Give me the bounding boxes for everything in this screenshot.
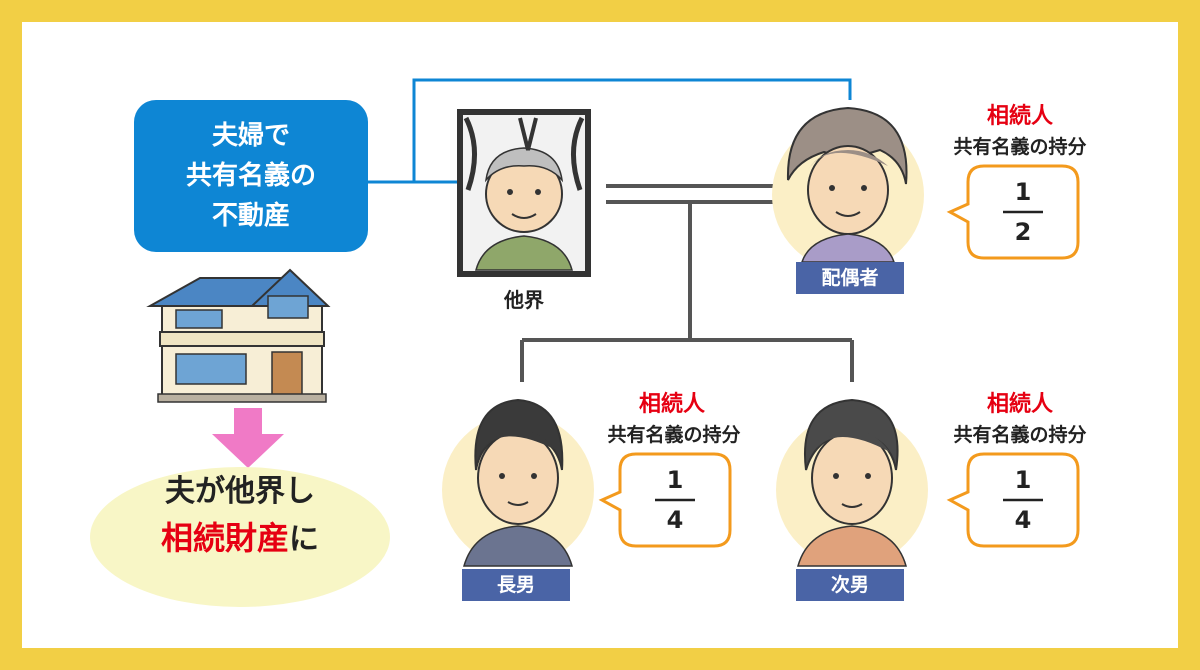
spouse-avatar-icon [772,106,924,271]
spouse-share-numerator: 1 [1014,178,1032,206]
inherited-estate-label: 相続財産 [160,519,289,557]
result-text: 夫が他界し 相続財産に [90,470,390,564]
result-particle: に [289,522,319,557]
family-tree-lines [520,184,854,382]
ownership-connector [368,78,852,184]
spouse-share-bubble [946,164,1080,260]
second-son-share-numerator: 1 [1014,466,1032,494]
property-box: 夫婦で 共有名義の 不動産 [134,100,368,252]
house-icon [146,268,331,403]
second-son-heir-label: 相続人 [986,392,1053,417]
result-ellipse [90,467,390,607]
spouse-share-label: 共有名義の持分 [953,136,1087,158]
property-line-1: 夫婦で [211,121,290,151]
eldest-son-tag: 長男 [462,569,570,601]
eldest-son-share-bubble [598,452,732,548]
eldest-son-heir-label: 相続人 [638,392,705,417]
eldest-son-share-numerator: 1 [666,466,684,494]
property-line-3: 不動産 [211,201,290,231]
second-son-avatar-icon [776,398,928,567]
down-arrow-icon [212,408,284,468]
result-line-2: 相続財産に [90,514,390,564]
deceased-label: 他界 [504,288,544,312]
spouse-tag: 配偶者 [796,262,904,294]
eldest-son-share-denominator: 4 [666,506,684,534]
spouse-heir-label: 相続人 [986,104,1053,129]
eldest-son-avatar-icon [442,398,594,567]
second-son-share-label: 共有名義の持分 [953,424,1087,446]
second-son-share-bubble [946,452,1080,548]
eldest-son-share-label: 共有名義の持分 [607,424,741,446]
second-son-tag: 次男 [796,569,904,601]
spouse-share-denominator: 2 [1014,218,1032,246]
second-son-share-denominator: 4 [1014,506,1032,534]
deceased-portrait-icon [457,109,591,277]
property-line-2: 共有名義の [185,161,316,191]
result-line-1: 夫が他界し [165,474,315,509]
